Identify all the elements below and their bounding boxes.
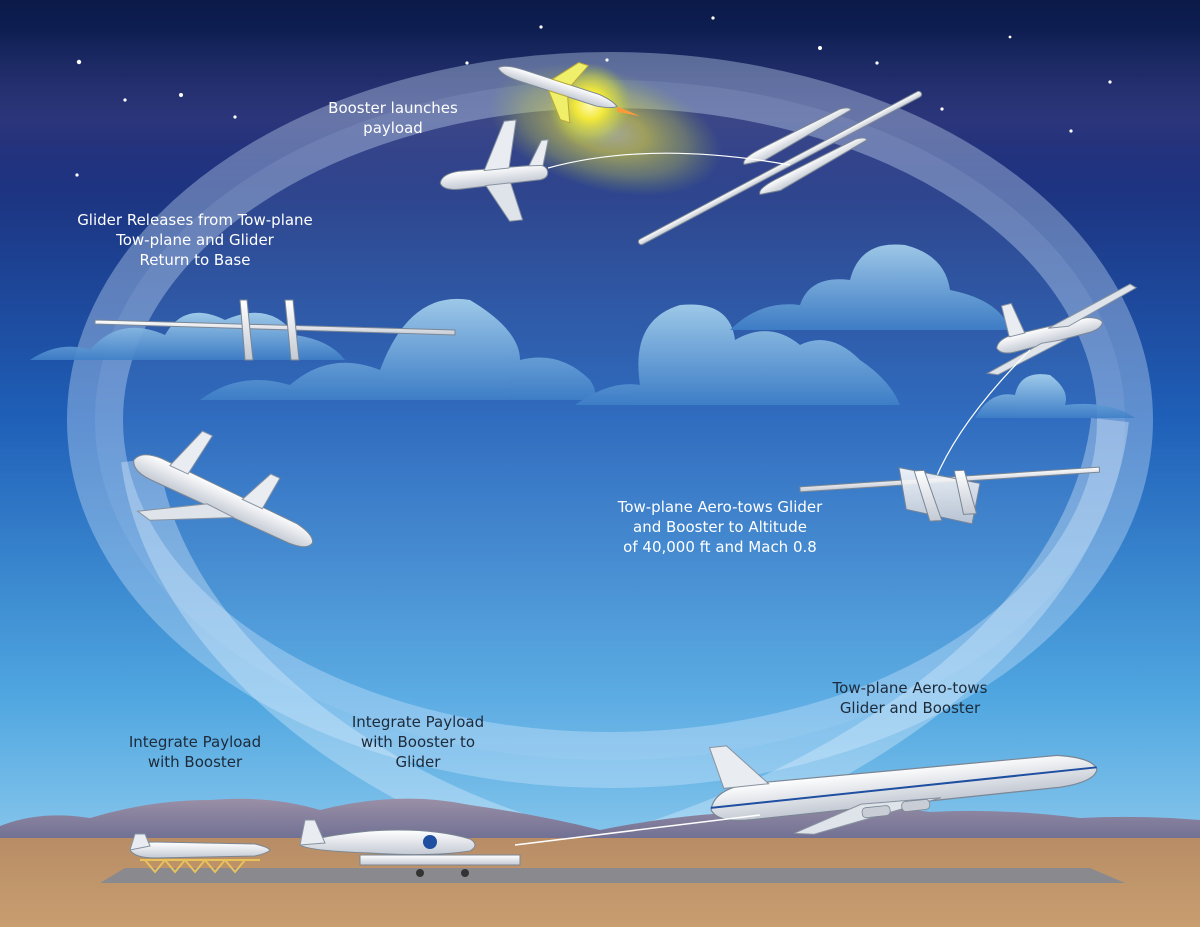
boeing-747-icon bbox=[439, 119, 549, 222]
runway bbox=[100, 868, 1125, 883]
twin-fuselage-glider-icon bbox=[94, 299, 456, 361]
star-icon bbox=[75, 16, 1112, 177]
twin-fuselage-glider-icon bbox=[799, 466, 1101, 525]
boeing-747-icon bbox=[133, 430, 314, 548]
boeing-747-icon bbox=[708, 745, 1098, 835]
booster-rocket-icon bbox=[129, 833, 271, 874]
boeing-747-icon bbox=[985, 283, 1138, 376]
label-integrate-payload-booster: Integrate Payload with Booster bbox=[128, 733, 262, 771]
label-integrate-payload-glider: Integrate Payload with Booster to Glider bbox=[351, 713, 485, 771]
tow-line-icon bbox=[934, 349, 1031, 481]
label-aero-tow-takeoff: Tow-plane Aero-tows Glider and Booster bbox=[832, 679, 988, 717]
tow-line-icon bbox=[547, 152, 791, 169]
twin-fuselage-glider-icon bbox=[299, 819, 521, 877]
tow-line-icon bbox=[514, 814, 761, 846]
booster-rocket-icon bbox=[497, 62, 641, 124]
twin-fuselage-glider-icon bbox=[637, 90, 923, 246]
label-glider-release: Glider Releases from Tow-plane Tow-plane… bbox=[77, 211, 313, 269]
label-aero-tow-altitude: Tow-plane Aero-tows Glider and Booster t… bbox=[617, 498, 823, 556]
label-booster-launch: Booster launches payload bbox=[328, 99, 458, 137]
